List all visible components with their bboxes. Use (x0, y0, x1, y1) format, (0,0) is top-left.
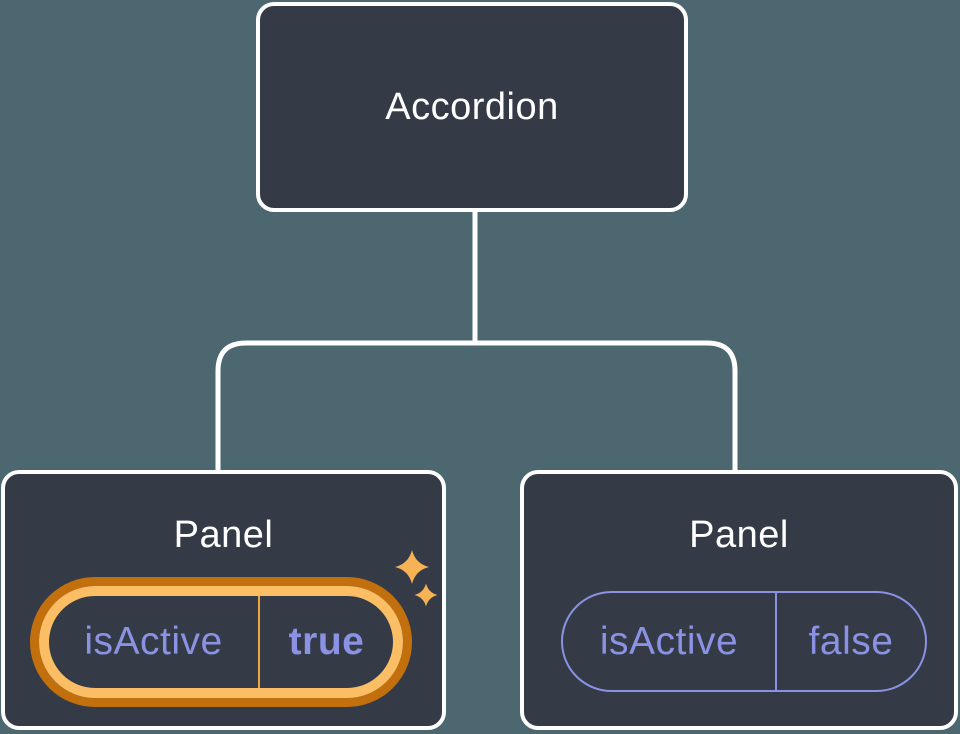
state-value-label: true (288, 620, 365, 663)
state-pill-active: isActive true (30, 577, 412, 707)
sparkle-large (395, 550, 429, 584)
state-value-label: false (808, 619, 894, 663)
state-pill-active-inner: isActive true (39, 586, 403, 698)
panel-node-inactive: Panel isActive false (520, 470, 958, 730)
root-component-node: Accordion (256, 2, 688, 212)
state-key-label: isActive (84, 620, 223, 663)
pill-divider (775, 593, 777, 690)
root-component-label: Accordion (385, 85, 559, 128)
sparkle-icon (395, 550, 438, 607)
panel-label: Panel (173, 514, 274, 556)
pill-divider (258, 596, 260, 688)
state-pill-inactive: isActive false (561, 591, 927, 692)
connector-branch (215, 340, 738, 470)
state-key-label: isActive (599, 619, 739, 663)
panel-label: Panel (689, 514, 789, 556)
panel-node-active: Panel isActive true (1, 470, 446, 730)
sparkle-small (414, 583, 438, 607)
